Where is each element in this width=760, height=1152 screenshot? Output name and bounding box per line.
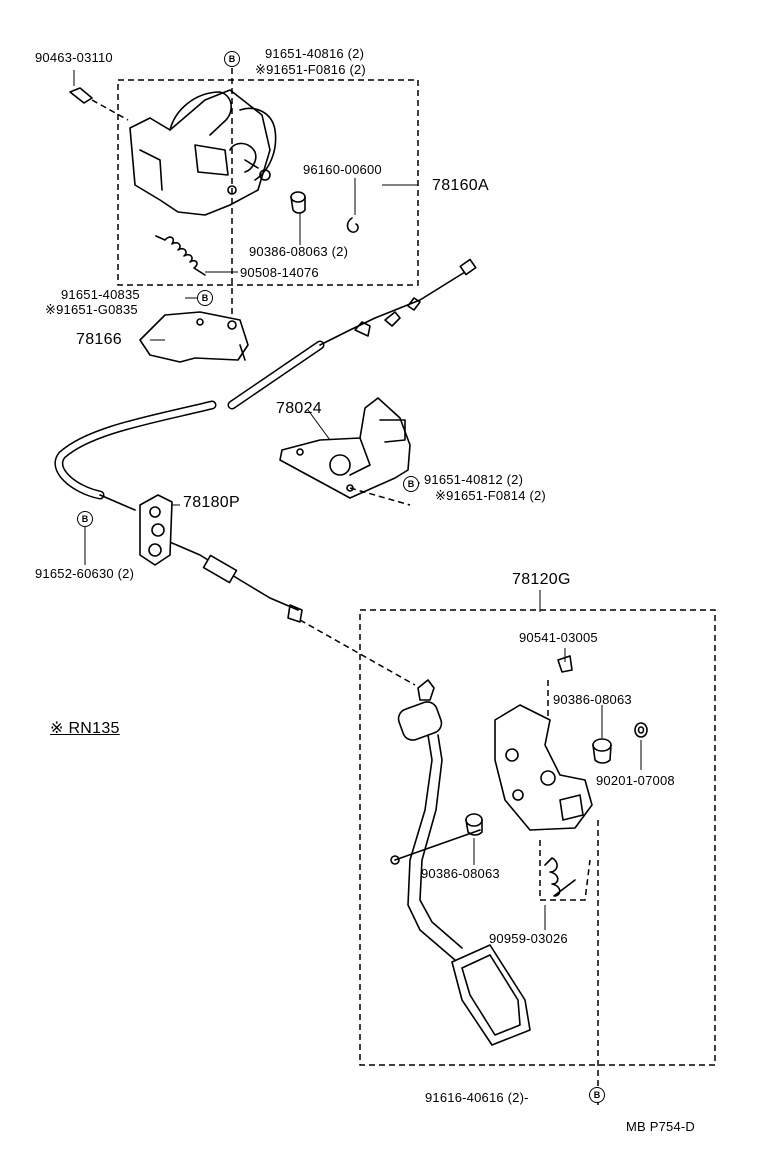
bracket-78166 — [139, 311, 249, 363]
part-label: 78120G — [512, 571, 571, 588]
spring-part — [155, 235, 206, 276]
bolt-marker: B — [224, 51, 240, 67]
part-label: 91652-60630 (2) — [35, 566, 135, 581]
group-box-78160A — [117, 79, 419, 286]
bolt-marker: B — [589, 1087, 605, 1103]
part-label: 91651-40812 (2) — [424, 472, 524, 487]
part-label: 90463-03110 — [35, 50, 113, 65]
accelerator-pedal-assembly — [390, 655, 648, 1105]
accelerator-cable — [54, 258, 477, 686]
part-label: ※91651-F0814 (2) — [435, 488, 546, 503]
model-note: ※ RN135 — [50, 720, 120, 737]
part-label: 91616-40616 (2)- — [425, 1090, 529, 1105]
part-label: 78024 — [276, 400, 322, 417]
part-label: 90386-08063 (2) — [249, 244, 349, 259]
diagram-code: MB P754-D — [626, 1119, 695, 1134]
part-label: 78180P — [183, 494, 240, 511]
part-label: 91651-40816 (2) — [265, 46, 365, 61]
part-label: 90508-14076 — [240, 265, 319, 280]
part-label: 90386-08063 — [553, 692, 632, 707]
part-label: ※91651-G0835 — [45, 302, 138, 317]
group-box-78120G — [359, 609, 716, 1066]
part-label: 78160A — [432, 177, 489, 194]
part-label: ※91651-F0816 (2) — [255, 62, 366, 77]
bolt-marker: B — [197, 290, 213, 306]
cable-clamp-78180P — [139, 494, 180, 566]
part-label: 90959-03026 — [489, 931, 568, 946]
clip-part — [69, 87, 93, 104]
throttle-link-assembly — [129, 89, 277, 216]
bolt-marker: B — [77, 511, 93, 527]
part-label: 90386-08063 — [421, 866, 500, 881]
part-label: 78166 — [76, 331, 122, 348]
bracket-78024 — [279, 397, 411, 499]
part-label: 90201-07008 — [596, 773, 675, 788]
part-label: 91651-40835 — [61, 287, 140, 302]
bushing-part — [290, 191, 306, 214]
e-ring-part — [346, 217, 359, 233]
part-label: 90541-03005 — [519, 630, 598, 645]
bolt-marker: B — [403, 476, 419, 492]
part-label: 96160-00600 — [303, 162, 382, 177]
